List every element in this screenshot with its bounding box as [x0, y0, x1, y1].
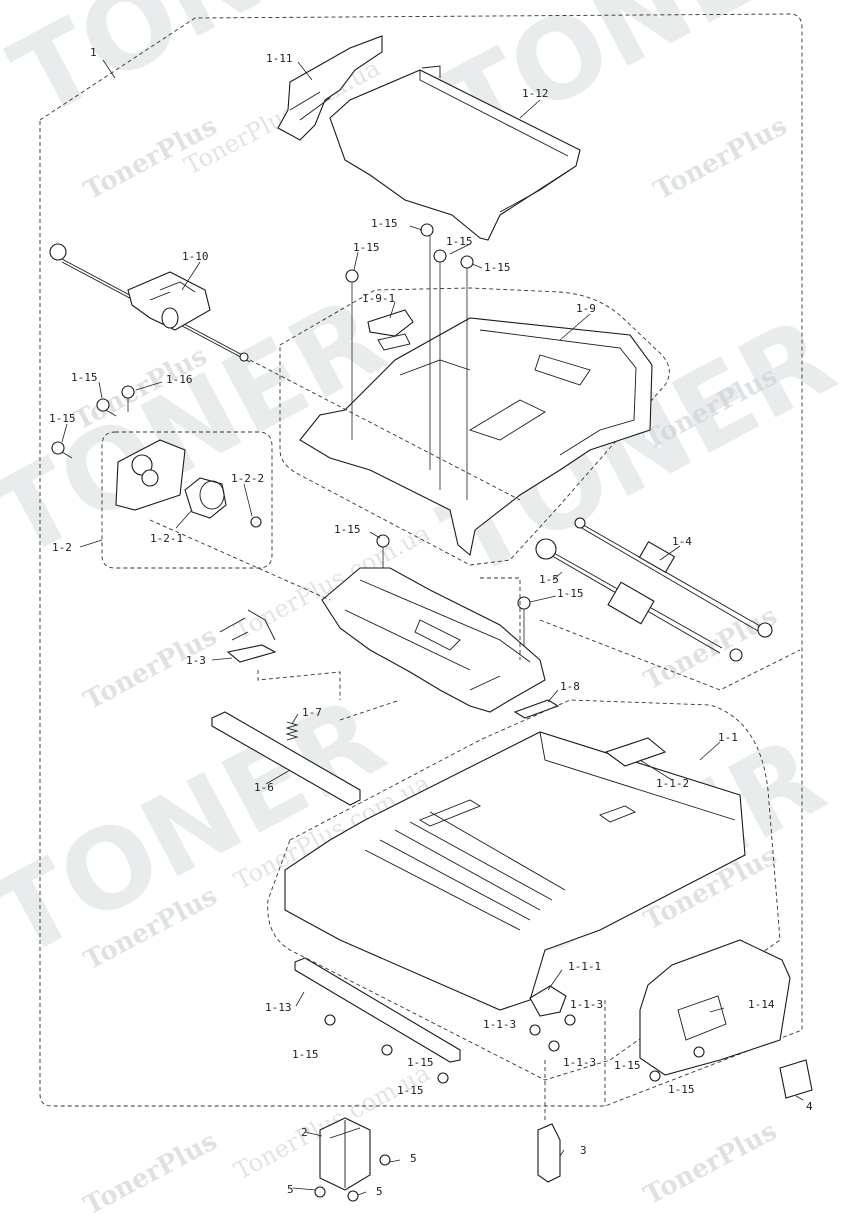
label-1-2-2: 1-2-2 — [231, 472, 264, 485]
label-1-15-k: 1-15 — [397, 1084, 424, 1097]
label-leader-lines — [61, 59, 804, 1196]
part-1-14-window — [677, 995, 727, 1041]
part-1-7-spring — [285, 721, 299, 741]
label-1-1-2: 1-1-2 — [656, 777, 689, 790]
label-1-9: 1-9 — [576, 302, 596, 315]
watermark-brand-10: TonerPlus — [639, 1116, 782, 1211]
part-1-11-detail — [289, 91, 331, 121]
label-1-15-m: 1-15 — [668, 1083, 695, 1096]
part-1-9-frame — [299, 317, 653, 557]
label-1-13: 1-13 — [265, 1001, 292, 1014]
label-1-9-1: 1-9-1 — [362, 292, 395, 305]
watermark-brand-5: TonerPlus — [79, 621, 222, 716]
part-1-5-end-cap — [729, 648, 743, 662]
part-1-5-roller — [535, 538, 723, 654]
label-1-15-b: 1-15 — [446, 235, 473, 248]
part-1-1-base-slots — [418, 799, 637, 827]
part-1-11-side-cover — [277, 35, 383, 141]
part-1-9-1-slot — [377, 333, 411, 351]
label-1-15-h: 1-15 — [557, 587, 584, 600]
label-1-11: 1-11 — [266, 52, 293, 65]
part-1-2-gear-b — [141, 469, 159, 487]
assembly-1-1-boundary — [267, 699, 781, 1081]
label-1: 1 — [90, 46, 97, 59]
label-1-7: 1-7 — [302, 706, 322, 719]
assembly-1-boundary — [39, 13, 803, 1107]
label-1-15-e: 1-15 — [71, 371, 98, 384]
part-1-10-pickup-assembly — [49, 243, 251, 363]
part-2-solenoid-detail — [329, 1120, 361, 1188]
label-1-1-3-b: 1-1-3 — [483, 1018, 516, 1031]
label-1-15-f: 1-15 — [49, 412, 76, 425]
label-4: 4 — [806, 1100, 813, 1113]
label-3: 3 — [580, 1144, 587, 1157]
label-1-2: 1-2 — [52, 541, 72, 554]
label-1-14: 1-14 — [748, 998, 775, 1011]
watermark-brand-2: TonerPlus — [649, 111, 792, 206]
label-1-15-a: 1-15 — [371, 217, 398, 230]
label-1-4: 1-4 — [672, 535, 692, 548]
label-1-15-g: 1-15 — [334, 523, 361, 536]
part-1-12-detail — [419, 65, 571, 213]
label-1-15-d: 1-15 — [484, 261, 511, 274]
label-1-8: 1-8 — [560, 680, 580, 693]
label-5-b: 5 — [287, 1183, 294, 1196]
label-1-1-3-a: 1-1-3 — [570, 998, 603, 1011]
part-main-chassis-detail — [344, 579, 531, 691]
label-5-a: 5 — [410, 1152, 417, 1165]
assembly-1-9-boundary — [279, 287, 670, 566]
part-1-2-1-motor-face — [199, 480, 225, 510]
part-1-14-side-panel — [639, 939, 791, 1076]
label-1-1: 1-1 — [718, 731, 738, 744]
part-1-6-guide — [211, 711, 361, 806]
label-1-10: 1-10 — [182, 250, 209, 263]
part-4-label — [779, 1059, 813, 1099]
part-1-4-end-cap — [757, 622, 773, 638]
part-1-1-1-bracket — [529, 985, 567, 1017]
label-1-1-1: 1-1-1 — [568, 960, 601, 973]
screws-bottom-group — [314, 1014, 705, 1202]
label-1-3: 1-3 — [186, 654, 206, 667]
part-1-4-roller — [574, 517, 761, 632]
part-1-8-sheet — [513, 699, 560, 719]
part-1-3-parts — [219, 609, 277, 663]
screw-leader-lines — [351, 246, 525, 680]
label-1-5: 1-5 — [539, 573, 559, 586]
part-1-1-2-flap — [604, 737, 667, 767]
part-1-2-2-screw — [250, 516, 262, 528]
label-1-15-i: 1-15 — [292, 1048, 319, 1061]
part-main-chassis — [321, 567, 546, 713]
watermark-brand-9: TonerPlus — [79, 1126, 222, 1221]
label-1-15-c: 1-15 — [353, 241, 380, 254]
label-1-15-j: 1-15 — [407, 1056, 434, 1069]
assembly-connector-lines — [149, 359, 801, 1120]
part-3-latch — [537, 1123, 561, 1183]
assembly-1-2-boundary — [101, 431, 273, 569]
label-1-16: 1-16 — [166, 373, 193, 386]
label-2: 2 — [301, 1126, 308, 1139]
label-1-2-1: 1-2-1 — [150, 532, 183, 545]
part-1-9-frame-tray — [534, 354, 591, 386]
part-1-13-rail — [294, 957, 461, 1063]
label-1-1-3-c: 1-1-3 — [563, 1056, 596, 1069]
part-1-1-base-inner — [364, 731, 736, 931]
label-1-6: 1-6 — [254, 781, 274, 794]
part-1-9-1-plate — [367, 309, 414, 337]
label-1-15-l: 1-15 — [614, 1059, 641, 1072]
label-5-c: 5 — [376, 1185, 383, 1198]
watermark-brand-6: TonerPlus — [639, 601, 782, 696]
label-1-12: 1-12 — [522, 87, 549, 100]
